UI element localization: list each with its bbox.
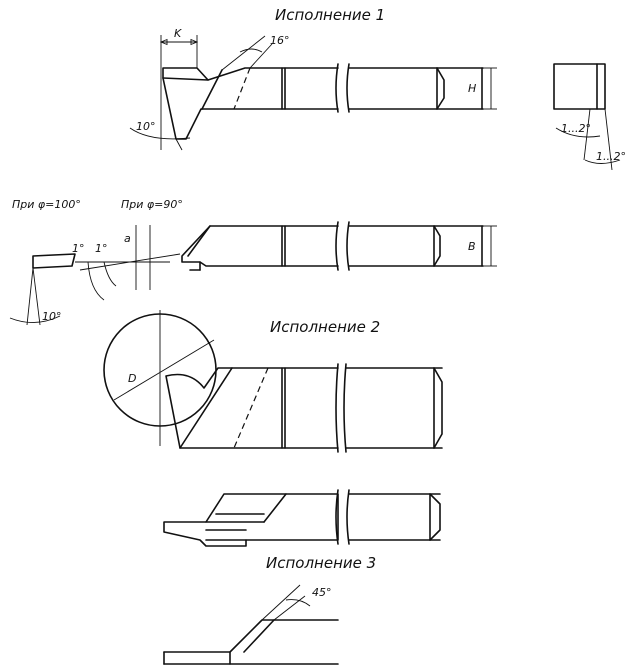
- label-16deg: 16°: [270, 34, 290, 47]
- title-variant-1: Исполнение 1: [275, 6, 385, 24]
- label-1-2deg-b: 1...2°: [596, 150, 626, 163]
- label-phi-90: При φ=90°: [121, 198, 183, 211]
- label-d: D: [128, 372, 136, 385]
- cutter-1-plan-view: 10° 1° 1° a B: [9, 221, 497, 326]
- cutter-1-side-view: K 16° 10° H: [129, 27, 497, 151]
- label-phi-100: При φ=100°: [12, 198, 81, 211]
- title-variant-2: Исполнение 2: [270, 318, 380, 336]
- label-b: B: [468, 240, 476, 253]
- cutter-2-plan-view: [163, 489, 441, 547]
- cutter-2-side-view: D: [103, 310, 443, 453]
- label-a: a: [124, 232, 131, 245]
- label-1-2deg-a: 1...2°: [561, 122, 591, 135]
- label-10deg-low: 10°: [42, 310, 62, 323]
- cutter-3-plan-view: 45°: [163, 584, 339, 665]
- label-45deg: 45°: [312, 586, 332, 599]
- label-1deg-a: 1°: [72, 242, 85, 255]
- cutter-1-end-view: 1...2° 1...2°: [553, 63, 626, 171]
- label-10deg-top: 10°: [136, 120, 156, 133]
- label-1deg-b: 1°: [95, 242, 108, 255]
- title-variant-3: Исполнение 3: [266, 554, 376, 572]
- label-k: K: [174, 27, 182, 40]
- label-h: H: [468, 82, 476, 95]
